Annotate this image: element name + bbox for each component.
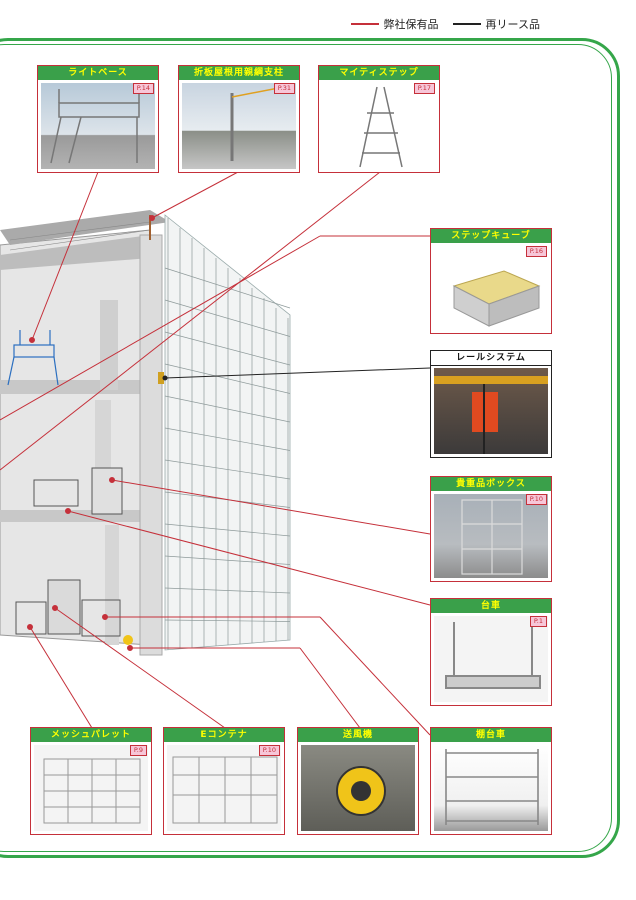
valuables-box-photo [434,494,548,578]
legend: 弊社保有品 再リース品 [350,16,540,32]
green-frame-inner [0,44,612,852]
card-mighty-step[interactable]: マイティステップ P.17 [318,65,440,173]
leader-line-lease [164,367,431,379]
card-cart[interactable]: 台車 P.1 [430,598,552,706]
rail-system-photo [434,368,548,454]
mesh-pallet-figure [15,601,47,635]
green-frame-outer [0,38,620,858]
light-base-figure [7,330,59,386]
card-roof-pillar[interactable]: 折板屋根用親綱支柱 P.31 [178,65,300,173]
card-light-base[interactable]: ライトベース P.14 [37,65,159,173]
e-container-figure [47,579,81,635]
cart-figure [33,479,79,507]
legend-lease: 再リース品 [452,16,540,32]
roof-pillar-photo [182,83,296,169]
step-cube-photo [434,246,548,330]
card-e-container[interactable]: Eコンテナ P.10 [163,727,285,835]
blower-figure [123,635,133,645]
shelf-cart-figure [81,599,121,637]
card-mesh-pallet[interactable]: メッシュパレット P.9 [30,727,152,835]
card-shelf-cart[interactable]: 棚台車 [430,727,552,835]
light-base-photo [41,83,155,169]
mighty-step-photo [322,83,436,169]
mesh-pallet-photo [34,745,148,831]
cart-photo [434,616,548,702]
legend-own: 弊社保有品 [350,16,439,32]
valuables-box-figure [91,467,123,515]
leader-lines-own [0,171,431,736]
card-rail-system[interactable]: レールシステム [430,350,552,458]
e-container-photo [167,745,281,831]
card-blower[interactable]: 送風機 [297,727,419,835]
blower-photo [301,745,415,831]
card-valuables-box[interactable]: 貴重品ボックス P.10 [430,476,552,582]
shelf-cart-photo [434,745,548,831]
rail-figure [158,372,164,384]
card-step-cube[interactable]: ステップキューブ P.16 [430,228,552,334]
